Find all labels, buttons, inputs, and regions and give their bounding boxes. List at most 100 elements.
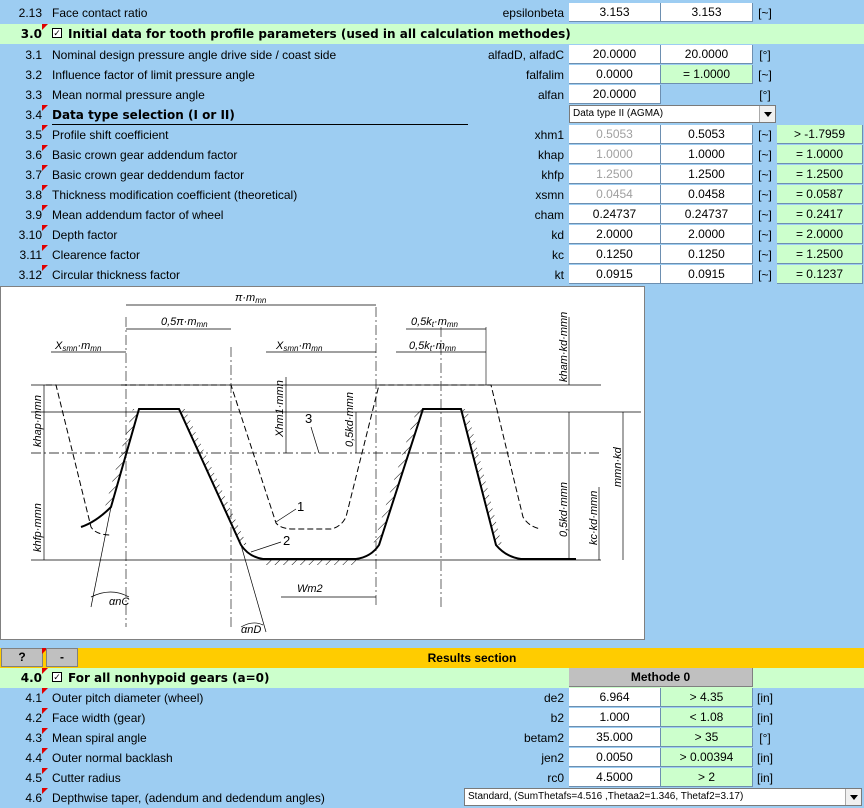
value-cell-1[interactable]: 6.964: [569, 688, 661, 707]
value-cell-3: = 0.1237: [777, 265, 863, 284]
row-number: 4.6: [25, 791, 42, 805]
section-checkbox[interactable]: ✓: [52, 672, 62, 682]
unit-label: [~]: [758, 248, 772, 262]
row-symbol: kd: [551, 228, 564, 242]
value-cell-1[interactable]: 0.1250: [569, 245, 661, 264]
row-number: 4.4: [25, 751, 42, 765]
row-symbol: kt: [554, 268, 564, 282]
unit-label: [~]: [758, 268, 772, 282]
value-cell-1[interactable]: 0.0000: [569, 65, 661, 84]
row-symbol: alfadD, alfadC: [487, 48, 564, 62]
value-cell-1[interactable]: 1.0000: [569, 145, 661, 164]
collapse-button[interactable]: -: [46, 648, 78, 667]
value-cell-1[interactable]: 2.0000: [569, 225, 661, 244]
row-symbol: xsmn: [535, 188, 564, 202]
value-cell-2[interactable]: 0.5053: [661, 125, 753, 144]
value-cell-1[interactable]: 0.0915: [569, 265, 661, 284]
chevron-down-icon[interactable]: [845, 789, 861, 805]
value-cell-2[interactable]: 0.0915: [661, 265, 753, 284]
value-cell-2[interactable]: 0.1250: [661, 245, 753, 264]
value-cell-1[interactable]: 35.000: [569, 728, 661, 747]
unit-label: [~]: [758, 228, 772, 242]
row-label: Thickness modification coefficient (theo…: [52, 188, 298, 202]
row-label: Face width (gear): [52, 711, 146, 725]
row-label: Cutter radius: [52, 771, 121, 785]
row-label: Mean spiral angle: [52, 731, 147, 745]
label-wm2: Wm2: [297, 583, 323, 595]
value-cell-2[interactable]: 20.0000: [661, 45, 753, 64]
depthwise-taper-dropdown[interactable]: Standard, (SumThetafs=4.516 ,Thetaa2=1.3…: [464, 788, 862, 806]
comment-marker-icon: [42, 125, 48, 131]
value-cell-2[interactable]: 1.2500: [661, 165, 753, 184]
unit-label: [~]: [758, 128, 772, 142]
value-cell-2[interactable]: 2.0000: [661, 225, 753, 244]
label-3: 3: [305, 411, 312, 426]
help-button[interactable]: ?: [1, 648, 43, 667]
value-cell-1[interactable]: 20.0000: [569, 45, 661, 64]
row-label: Mean normal pressure angle: [52, 88, 205, 102]
label-kc-kd: kc·kd·mmn: [588, 491, 600, 545]
row-3-6: 3.6 Basic crown gear addendum factor khap 1…: [0, 145, 864, 165]
value-cell-1[interactable]: 0.5053: [569, 125, 661, 144]
row-symbol: epsilonbeta: [502, 6, 564, 20]
value-cell-1[interactable]: 1.2500: [569, 165, 661, 184]
value-cell-3: = 1.2500: [777, 165, 863, 184]
value-cell-2[interactable]: 1.0000: [661, 145, 753, 164]
row-number: 4.2: [25, 711, 42, 725]
unit-label: [~]: [758, 208, 772, 222]
section-checkbox[interactable]: ✓: [52, 28, 62, 38]
row-number: 2.13: [18, 6, 42, 20]
value-cell-1[interactable]: 1.000: [569, 708, 661, 727]
value-cell-1[interactable]: 0.0050: [569, 748, 661, 767]
row-symbol: betam2: [523, 731, 564, 745]
data-type-dropdown[interactable]: Data type II (AGMA): [569, 105, 776, 123]
label-half-pi-m: 0,5π·mmn: [161, 316, 208, 329]
value-cell-2[interactable]: 0.24737: [661, 205, 753, 224]
value-cell-1[interactable]: 0.0454: [569, 185, 661, 204]
crown-gear-profile-1: [46, 384, 542, 536]
row-number: 3.7: [25, 168, 42, 182]
value-cell-2[interactable]: 0.0458: [661, 185, 753, 204]
row-number: 4.3: [25, 731, 42, 745]
comment-marker-icon: [42, 788, 48, 794]
value-cell-1[interactable]: 3.153: [569, 3, 661, 22]
value-cell-2: > 0.00394: [661, 748, 753, 767]
row-label: Basic crown gear deddendum factor: [52, 168, 245, 182]
row-symbol: khap: [537, 148, 564, 162]
label-khfp: khfp·mmn: [32, 503, 44, 552]
value-cell-1[interactable]: 20.0000: [569, 85, 661, 104]
value-cell-2: = 1.0000: [661, 65, 753, 84]
value-cell-1[interactable]: 4.5000: [569, 768, 661, 787]
unit-label: [~]: [758, 6, 772, 20]
row-number: 3.12: [18, 268, 42, 282]
comment-marker-icon: [42, 648, 48, 654]
row-3-2: 3.2 Influence factor of limit pressure a…: [0, 65, 864, 85]
row-number: 3.1: [25, 48, 42, 62]
value-cell-2: < 1.08: [661, 708, 753, 727]
row-symbol: cham: [534, 208, 564, 222]
section-title: For all nonhypoid gears (a=0): [68, 671, 270, 685]
comment-marker-icon: [42, 265, 48, 271]
comment-marker-icon: [42, 105, 48, 111]
row-label: Basic crown gear addendum factor: [52, 148, 238, 162]
row-number: 3.2: [25, 68, 42, 82]
row-number: 3.9: [25, 208, 42, 222]
label-1: 1: [297, 499, 304, 514]
row-number: 3.6: [25, 148, 42, 162]
row-3-3: 3.3 Mean normal pressure angle alfan 20.…: [0, 85, 864, 105]
label-half-kt-top: 0,5kt·mmn: [411, 316, 459, 329]
comment-marker-icon: [42, 748, 48, 754]
row-label: Circular thickness factor: [52, 268, 181, 282]
unit-label: [in]: [756, 691, 773, 705]
comment-marker-icon: [42, 165, 48, 171]
unit-label: [~]: [758, 188, 772, 202]
value-cell-1[interactable]: 0.24737: [569, 205, 661, 224]
chevron-down-icon[interactable]: [759, 106, 775, 122]
row-symbol: khfp: [541, 168, 564, 182]
label-kham: kham·kd·mmn: [558, 312, 570, 382]
value-cell-2: > 2: [661, 768, 753, 787]
